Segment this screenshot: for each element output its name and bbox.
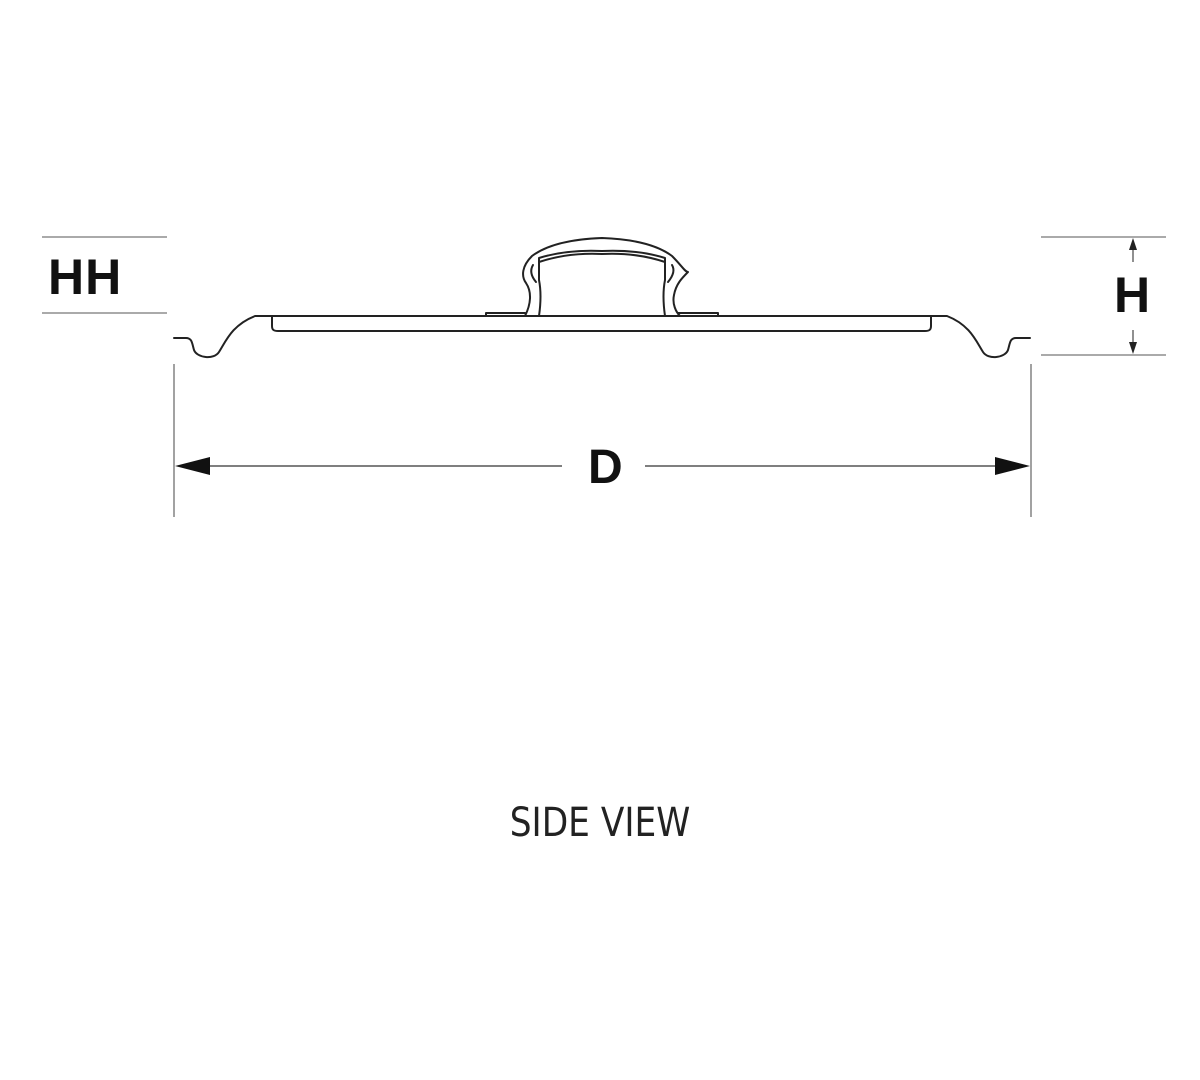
right-arrowhead bbox=[995, 457, 1030, 475]
view-caption: SIDE VIEW bbox=[509, 800, 691, 846]
left-arrowhead bbox=[175, 457, 210, 475]
diameter-dimension-line bbox=[175, 457, 1030, 475]
diameter-label: D bbox=[582, 444, 629, 492]
height-dimension-arrows bbox=[1129, 238, 1137, 354]
height-label: H bbox=[1114, 267, 1151, 323]
handle-height-label: HH bbox=[48, 249, 123, 305]
diameter-extension-lines bbox=[173, 364, 1032, 517]
handle-height-extension-lines bbox=[42, 236, 167, 314]
lid-outline bbox=[173, 237, 1031, 358]
height-extension-lines bbox=[1041, 236, 1166, 356]
